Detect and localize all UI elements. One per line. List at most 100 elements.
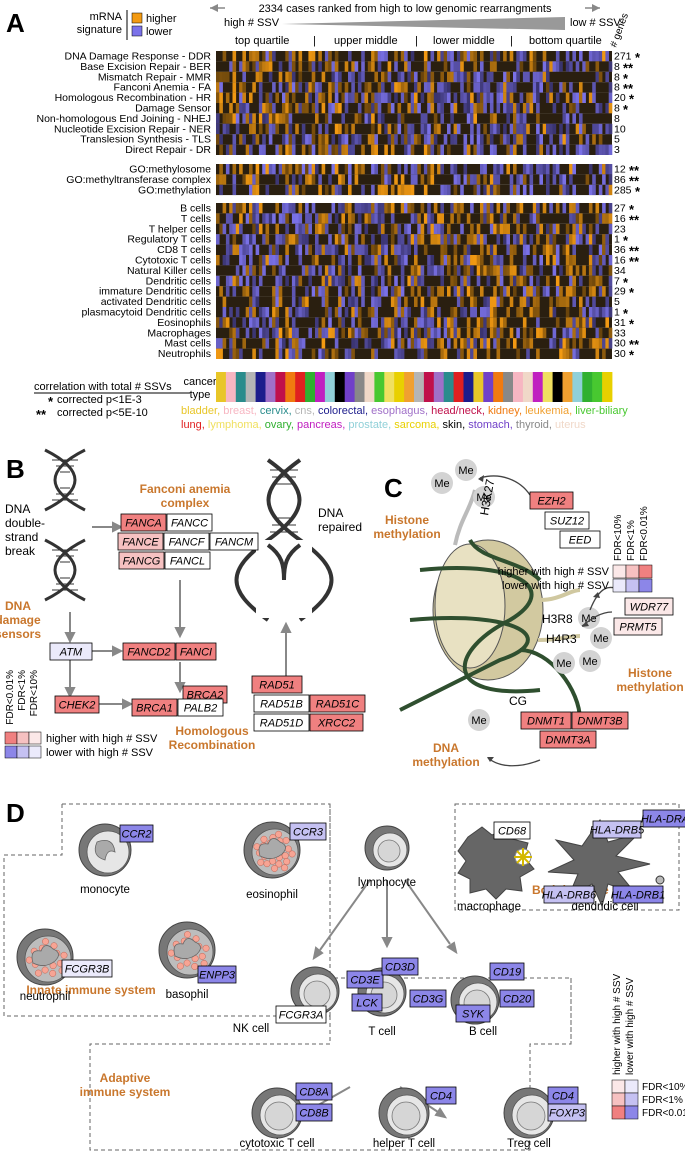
cancer-segment xyxy=(285,372,296,402)
row-sig: * xyxy=(629,348,635,363)
gene-label: RAD51 xyxy=(259,680,294,692)
b-fdr-1: FDR<0.01% xyxy=(5,670,16,725)
c-fdr-3: FDR<0.01% xyxy=(639,506,650,561)
row-sig: * xyxy=(629,316,635,331)
gene-box-enpp3: ENPP3 xyxy=(197,965,237,984)
row-label: Homologous Recombination - HR xyxy=(55,92,212,104)
d-lower: lower with high # SSV xyxy=(625,977,636,1075)
cell-label-T-cell: T cell xyxy=(368,1026,395,1038)
row-sig: * xyxy=(629,92,635,107)
gene-box-brca1: BRCA1 xyxy=(131,698,178,717)
cancer-segment xyxy=(374,372,385,402)
svg-text:|: | xyxy=(415,35,418,47)
cell-label-monocyte: monocyte xyxy=(80,884,130,896)
row-label: CD8 T cells xyxy=(157,244,211,256)
gene-label: ATM xyxy=(59,647,83,659)
panel-b-arrows xyxy=(64,521,292,710)
sensors-l3: sensors xyxy=(0,627,41,641)
cancer-segment xyxy=(216,372,227,402)
legend-higher-swatch xyxy=(131,12,143,24)
gene-label: WDR77 xyxy=(630,602,669,614)
gene-label: DNMT1 xyxy=(527,716,565,728)
row-sig: ** xyxy=(629,337,640,352)
corr2-text: corrected p<5E-10 xyxy=(57,407,148,419)
gene-label: FANCA xyxy=(125,518,161,530)
cancer-segment xyxy=(423,372,435,402)
gene-label: SYK xyxy=(462,1009,485,1021)
row-sig: * xyxy=(635,184,641,199)
cancer-type-thyroid: thyroid, xyxy=(516,419,555,431)
mark-cg: CG xyxy=(509,694,527,708)
gene-box-suz12: SUZ12 xyxy=(544,511,590,530)
row-genes: 8 xyxy=(614,103,620,115)
gene-box-fancd2: FANCD2 xyxy=(122,642,176,661)
b-fdr-2: FDR<1% xyxy=(17,670,28,711)
cancer-type-colorectal: colorectal, xyxy=(318,405,371,417)
row-label: Eosinophils xyxy=(157,317,211,329)
gene-box-ezh2: EZH2 xyxy=(529,491,574,510)
gene-label: CD20 xyxy=(503,994,532,1006)
gene-label: CCR3 xyxy=(293,827,324,839)
gene-label: DNMT3B xyxy=(577,716,622,728)
c-dna-meth-l2: methylation xyxy=(412,755,479,769)
gene-box-fancm: FANCM xyxy=(209,532,259,551)
cancer-segment xyxy=(582,372,593,402)
gene-label: DNMT3A xyxy=(545,735,590,747)
legend-lower-swatch xyxy=(131,25,143,37)
row-sig: ** xyxy=(623,60,634,75)
gene-box-syk: SYK xyxy=(455,1004,491,1023)
gene-box-prmt5: PRMT5 xyxy=(613,617,663,636)
row-label: Nucleotide Excision Repair - NER xyxy=(54,123,211,135)
cell-label-Treg-cell: Treg cell xyxy=(507,1138,551,1150)
row-genes: 285 xyxy=(614,184,632,196)
gene-label: HLA-DRB1 xyxy=(611,890,665,902)
gene-label: CD3G xyxy=(413,994,444,1006)
panel-c-fdr-legend: FDR<10% FDR<1% FDR<0.01% higher with hig… xyxy=(498,506,653,593)
cytotoxic-t-cell-icon xyxy=(251,1087,303,1139)
row-sig: ** xyxy=(629,212,640,227)
dna-break-l4: break xyxy=(5,544,36,558)
me-label: Me xyxy=(471,715,486,727)
cancer-type-uterus: uterus xyxy=(555,419,586,431)
row-label: Direct Repair - DR xyxy=(125,144,211,156)
cancer-type-line1: cancer xyxy=(183,376,216,388)
cancer-segment xyxy=(493,372,504,402)
gene-box-rad51: RAD51 xyxy=(251,675,303,694)
gene-box-fanca: FANCA xyxy=(120,513,167,532)
row-label: Natural Killer cells xyxy=(127,265,211,277)
methyl-group-icon xyxy=(590,627,612,649)
cancer-type-ovary: ovary, xyxy=(265,419,297,431)
gene-label: CD4 xyxy=(430,1091,452,1103)
gene-label: FOXP3 xyxy=(549,1108,586,1120)
cancer-segment xyxy=(532,372,544,402)
panel-b-letter: B xyxy=(6,454,25,484)
gene-box-hla-drb5: HLA-DRB5 xyxy=(590,820,645,839)
gene-box-cd3g: CD3G xyxy=(409,989,447,1008)
innate-label: Innate immune system xyxy=(26,983,155,997)
adaptive-l2: immune system xyxy=(80,1085,171,1099)
cancer-type-lymphoma: lymphoma, xyxy=(208,419,265,431)
row-label: T helper cells xyxy=(149,223,211,235)
cancer-segment xyxy=(522,372,534,402)
high-ssv-label: high # SSV xyxy=(224,17,280,29)
row-label: plasmacytoid Dendritic cells xyxy=(81,307,211,319)
cancer-legend-line: lung, lymphoma, ovary, pancreas, prostat… xyxy=(181,419,586,431)
gene-box-rad51b: RAD51B xyxy=(253,694,310,713)
gene-label: CD8B xyxy=(299,1108,328,1120)
cancer-segment xyxy=(295,372,306,402)
row-label: GO:methylosome xyxy=(129,164,211,176)
row-label: Base Excision Repair - BER xyxy=(80,61,211,73)
cancer-segment xyxy=(562,372,573,402)
gene-box-fcgr3b: FCGR3B xyxy=(61,959,113,978)
quartile-label-4: bottom quartile xyxy=(529,35,602,47)
c-fdr-2: FDR<1% xyxy=(626,520,637,561)
row-genes: 1 xyxy=(614,234,620,246)
dna-repaired-l2: repaired xyxy=(318,520,362,534)
row-label: B cells xyxy=(180,203,211,215)
row-sig: * xyxy=(629,285,635,300)
c-hist-meth-2-l1: Histone xyxy=(628,666,672,680)
b-lower: lower with high # SSV xyxy=(46,747,154,759)
methyl-group-icon xyxy=(578,607,600,629)
c-dna-meth-l1: DNA xyxy=(433,741,459,755)
